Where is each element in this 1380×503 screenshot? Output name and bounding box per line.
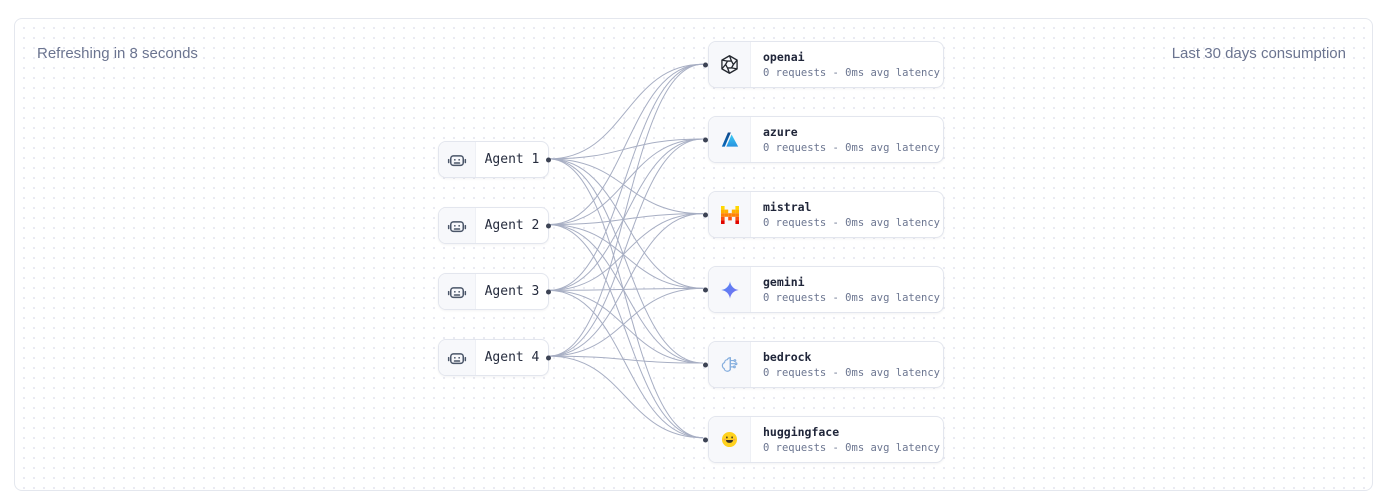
agent-node-agent-1[interactable]: Agent 1 [438,141,551,178]
provider-name: bedrock [763,350,812,364]
provider-stats: 0 requests - 0ms avg latency [763,67,941,79]
gemini-icon [709,267,751,312]
provider-name: mistral [763,200,812,214]
source-handle-agent-2[interactable] [546,223,551,228]
provider-node-openai[interactable]: openai 0 requests - 0ms avg latency [703,41,944,88]
edge-agent-1-to-gemini[interactable] [548,158,703,289]
target-handle-openai[interactable] [703,62,708,67]
flow-canvas[interactable]: Refreshing in 8 seconds Last 30 days con… [14,18,1373,491]
robot-icon [439,208,476,243]
agent-label: Agent 4 [484,350,540,365]
edge-agent-4-to-mistral[interactable] [548,213,703,357]
target-handle-huggingface[interactable] [703,437,708,442]
target-handle-mistral[interactable] [703,212,708,217]
bedrock-icon [709,342,751,387]
agent-node-agent-4[interactable]: Agent 4 [438,339,551,376]
provider-info: azure 0 requests - 0ms avg latency [751,117,943,162]
target-handle-gemini[interactable] [703,287,708,292]
agent-node-agent-2[interactable]: Agent 2 [438,207,551,244]
provider-info: bedrock 0 requests - 0ms avg latency [751,342,943,387]
provider-stats: 0 requests - 0ms avg latency [763,292,941,304]
robot-icon [439,142,476,177]
edge-agent-3-to-mistral[interactable] [548,213,703,291]
huggingface-icon [709,417,751,462]
provider-stats: 0 requests - 0ms avg latency [763,217,941,229]
provider-name: azure [763,125,798,139]
source-handle-agent-3[interactable] [546,289,551,294]
openai-icon [709,42,751,87]
edge-agent-4-to-huggingface[interactable] [548,355,703,439]
target-handle-azure[interactable] [703,137,708,142]
edge-agent-1-to-bedrock[interactable] [548,158,703,364]
refresh-countdown-text: Refreshing in 8 seconds [37,45,198,62]
source-handle-agent-1[interactable] [546,157,551,162]
agent-label: Agent 1 [484,152,540,167]
edge-agent-4-to-gemini[interactable] [548,287,703,357]
provider-node-huggingface[interactable]: huggingface 0 requests - 0ms avg latency [703,416,944,463]
provider-node-bedrock[interactable]: bedrock 0 requests - 0ms avg latency [703,341,944,388]
provider-info: gemini 0 requests - 0ms avg latency [751,267,943,312]
edge-agent-1-to-azure[interactable] [548,138,703,160]
provider-info: openai 0 requests - 0ms avg latency [751,42,943,87]
agent-label: Agent 2 [484,218,540,233]
provider-info: mistral 0 requests - 0ms avg latency [751,192,943,237]
provider-name: openai [763,50,805,64]
provider-name: huggingface [763,425,840,439]
robot-icon [439,340,476,375]
edge-agent-1-to-openai[interactable] [548,63,703,160]
edge-agent-2-to-openai[interactable] [548,63,703,226]
azure-icon [709,117,751,162]
agent-node-agent-3[interactable]: Agent 3 [438,273,551,310]
provider-stats: 0 requests - 0ms avg latency [763,142,941,154]
provider-stats: 0 requests - 0ms avg latency [763,442,941,454]
provider-info: huggingface 0 requests - 0ms avg latency [751,417,943,462]
edge-agent-3-to-huggingface[interactable] [548,289,703,439]
edge-agent-3-to-gemini[interactable] [548,287,703,291]
provider-name: gemini [763,275,805,289]
edge-agent-4-to-openai[interactable] [548,63,703,357]
edge-agent-2-to-mistral[interactable] [548,213,703,226]
robot-icon [439,274,476,309]
consumption-period-text: Last 30 days consumption [1171,45,1346,62]
edge-agent-2-to-bedrock[interactable] [548,224,703,364]
target-handle-bedrock[interactable] [703,362,708,367]
edge-agent-4-to-azure[interactable] [548,138,703,357]
provider-node-azure[interactable]: azure 0 requests - 0ms avg latency [703,116,944,163]
source-handle-agent-4[interactable] [546,355,551,360]
edge-agent-1-to-mistral[interactable] [548,158,703,215]
edge-agent-2-to-huggingface[interactable] [548,224,703,439]
edge-agent-4-to-bedrock[interactable] [548,355,703,364]
edge-agent-3-to-azure[interactable] [548,138,703,291]
edge-agent-3-to-bedrock[interactable] [548,289,703,364]
provider-node-mistral[interactable]: mistral 0 requests - 0ms avg latency [703,191,944,238]
agent-label: Agent 3 [484,284,540,299]
provider-node-gemini[interactable]: gemini 0 requests - 0ms avg latency [703,266,944,313]
edge-agent-2-to-gemini[interactable] [548,224,703,289]
provider-stats: 0 requests - 0ms avg latency [763,367,941,379]
edge-agent-2-to-azure[interactable] [548,138,703,226]
edge-agent-3-to-openai[interactable] [548,63,703,291]
mistral-icon [709,192,751,237]
edges-layer [548,63,703,439]
edge-agent-1-to-huggingface[interactable] [548,158,703,439]
